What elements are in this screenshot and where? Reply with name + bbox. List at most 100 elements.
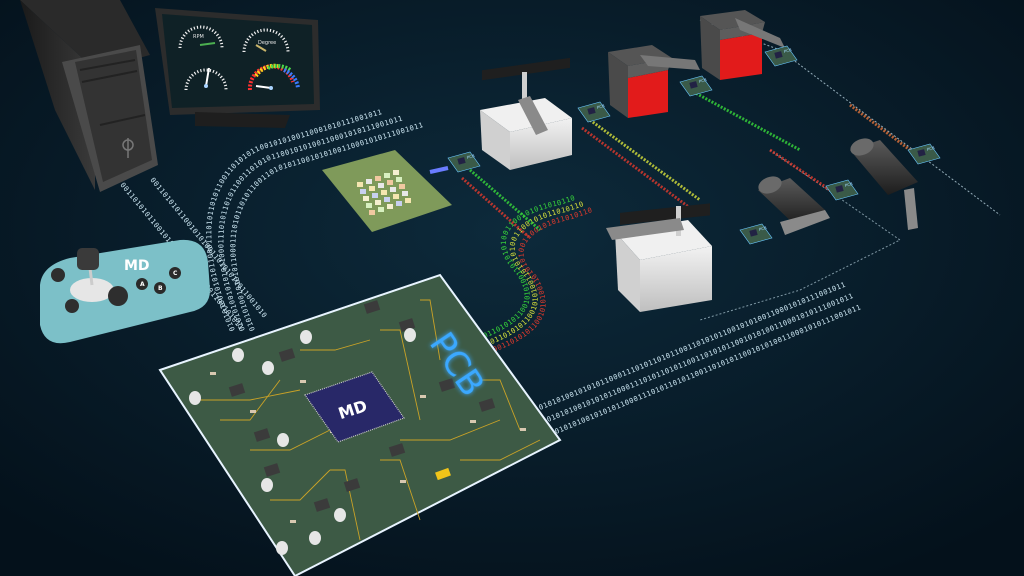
trace [300,339,371,351]
capacitor [404,328,416,342]
led-cell [357,182,363,187]
led-cell [387,180,393,185]
joystick-controller: A B C MD [40,239,210,344]
led-cell [381,190,387,195]
svg-text:B: B [158,285,163,292]
servo-motor-2 [700,10,785,80]
led-cell [387,204,393,209]
led-cell [396,177,402,182]
svg-text:A: A [140,281,145,288]
led-cell [375,200,381,205]
driver-chip [457,157,466,165]
main-pcb: MD PCB [158,273,562,576]
resistor [520,428,526,431]
driver-chip [749,229,758,237]
resistor [290,520,296,523]
gauge-needle [255,44,267,52]
stream-branch [469,168,541,232]
joystick-stick[interactable] [77,248,99,286]
driver-chip [587,107,596,115]
driver-chip [774,51,783,59]
capacitor [300,330,312,344]
servo-motor-1 [608,45,700,118]
knob[interactable] [51,268,65,282]
capacitor [232,348,244,362]
led-cell [393,194,399,199]
stream-branch [769,148,831,192]
driver-boards: PCB PCB PCB PCB PCB PCB PCB [447,45,941,245]
ic-chip [228,383,246,397]
board-label: PCB [758,225,767,232]
driver-chip [917,149,926,157]
ic-chip [388,443,406,457]
led-cell [399,184,405,189]
connector-cable [429,166,449,174]
ic-chip [313,498,331,512]
led-cell [375,176,381,181]
ic-chip [253,428,271,442]
trace [400,419,501,441]
led-cell [360,189,366,194]
power-icon [122,138,134,158]
ic-chip [343,478,361,492]
svg-text:RPM: RPM [193,34,204,40]
knob[interactable] [108,286,128,306]
stream-branch [461,176,531,240]
board-label: PCB [596,103,605,110]
gauge-needle [199,42,216,46]
capacitor [189,391,201,405]
ic-chip [278,348,296,362]
led-cell [369,210,375,215]
main-chip: MD [304,371,405,443]
stream-branch [581,126,691,210]
button-b[interactable]: B [154,282,166,294]
capacitor [309,531,321,545]
led-matrix-board [322,150,452,232]
resistor [470,420,476,423]
led-cell [366,179,372,184]
trace [420,299,441,361]
trace [480,379,521,431]
svg-text:Degree: Degree [258,40,276,46]
dc-motor-2 [850,138,918,230]
driver-board: PCB [739,223,773,245]
led-grid [357,170,411,215]
gauge-speed [184,67,228,91]
led-cell [369,186,375,191]
led-cell [363,196,369,201]
gauge-needle [205,67,210,87]
button-a[interactable]: A [136,278,148,290]
pcb-traces [200,299,541,541]
pcb-components [189,300,526,555]
svg-text:C: C [173,270,178,277]
board-label: PCB [466,153,475,160]
capacitor-yellow [435,467,451,481]
board-label: PCB [844,181,853,188]
button-c[interactable]: C [169,267,181,279]
driver-board: PCB [679,75,713,97]
stream-branch [849,103,911,152]
trace [250,429,331,451]
led-cell [390,187,396,192]
stepper-motor-1 [480,57,572,170]
knob[interactable] [65,299,79,313]
capacitor [261,478,273,492]
led-cell [405,198,411,203]
gauge-degree: Degree [242,28,290,53]
gauge-rpm: RPM [178,25,224,49]
capacitor [277,433,289,447]
led-cell [384,197,390,202]
board-label: PCB [783,47,792,54]
driver-board: PCB [907,143,941,165]
led-cell [366,203,372,208]
led-cell [378,183,384,188]
capacitor [334,508,346,522]
driver-board: PCB [447,151,481,173]
ic-chip [363,300,381,314]
trace [200,389,301,401]
led-cell [384,173,390,178]
resistor [420,395,426,398]
led-cell [372,193,378,198]
trace [270,469,331,501]
